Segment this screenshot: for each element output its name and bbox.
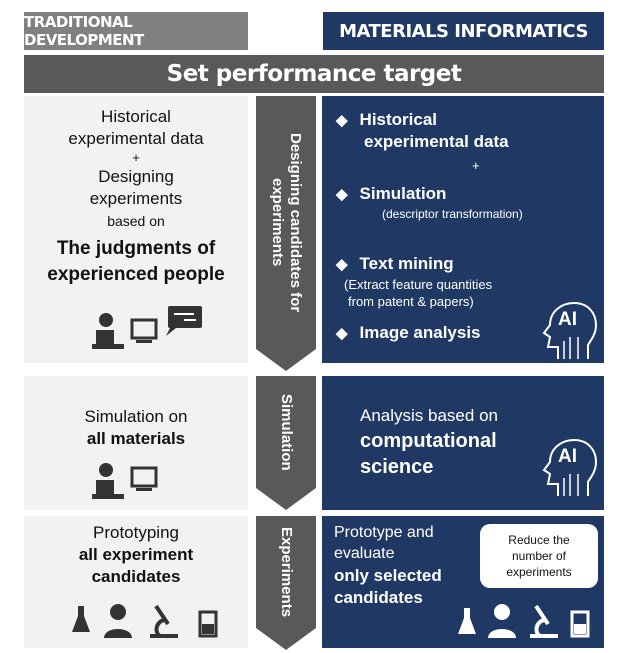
- lab-experiment-icons: [458, 604, 590, 638]
- text: Analysis based on: [360, 406, 498, 425]
- text: experimental data: [364, 132, 509, 151]
- text: all materials: [86, 429, 186, 448]
- text: only selected: [334, 566, 442, 585]
- person-at-computer-icon: [92, 306, 202, 349]
- text: experiments: [506, 565, 572, 579]
- text: Historical: [101, 107, 171, 126]
- text: (descriptor transformation): [382, 207, 523, 221]
- text: AI: [558, 309, 577, 330]
- text: candidates: [91, 567, 181, 586]
- text: experimental data: [68, 129, 204, 148]
- text: number of: [511, 549, 567, 563]
- ai-head-icon: AI: [540, 301, 598, 361]
- text: experienced people: [47, 264, 225, 285]
- text: (Extract feature quantities: [344, 277, 493, 292]
- text: Prototyping: [93, 523, 179, 542]
- list-item: Simulation: [336, 184, 447, 204]
- traditional-simulation-panel: Simulation on all materials: [24, 376, 248, 510]
- banner-set-target: Set performance target: [24, 55, 604, 93]
- arrow-designing-candidates: Designing candidates for experiments: [256, 96, 316, 371]
- text: candidates: [334, 588, 423, 607]
- text: Experiments: [278, 526, 295, 618]
- text: all experiment: [78, 545, 194, 564]
- header-traditional: TRADITIONAL DEVELOPMENT: [24, 12, 248, 50]
- text: AI: [558, 446, 577, 467]
- ai-head-icon: AI: [540, 438, 598, 498]
- text: Prototype and: [334, 524, 434, 541]
- text: Simulation on: [84, 407, 188, 426]
- mi-simulation-panel: Analysis based on computational science …: [322, 376, 604, 510]
- text: science: [360, 456, 434, 478]
- mi-data-panel: Historical experimental data + Simulatio…: [322, 96, 604, 363]
- text: Designing: [98, 167, 174, 186]
- speech-bubble: Reduce the number of experiments: [480, 524, 598, 588]
- text: The judgments of: [56, 238, 216, 259]
- text: from patent & papers): [348, 294, 474, 309]
- arrow-simulation: Simulation: [256, 376, 316, 510]
- arrow-experiments: Experiments: [256, 516, 316, 650]
- person-at-computer-icon: [92, 463, 158, 499]
- text: +: [472, 158, 480, 173]
- text: Designing candidates for: [287, 132, 304, 313]
- text: Simulation: [278, 393, 295, 471]
- text: experiments: [89, 189, 183, 208]
- text: computational: [360, 430, 497, 452]
- traditional-experiments-panel: Prototyping all experiment candidates: [24, 516, 248, 648]
- text: experiments: [269, 178, 286, 267]
- list-item: Historical: [336, 110, 437, 130]
- text: +: [132, 150, 140, 165]
- traditional-design-panel: Historical experimental data + Designing…: [24, 96, 248, 363]
- text: based on: [107, 213, 165, 229]
- mi-experiments-panel: Prototype and evaluate only selected can…: [322, 516, 604, 648]
- lab-experiment-icons: [72, 604, 218, 638]
- header-materials-informatics: MATERIALS INFORMATICS: [323, 12, 604, 50]
- list-item: Image analysis: [336, 323, 481, 343]
- list-item: Text mining: [336, 254, 454, 274]
- text: Reduce the: [508, 533, 570, 547]
- text: evaluate: [334, 545, 395, 562]
